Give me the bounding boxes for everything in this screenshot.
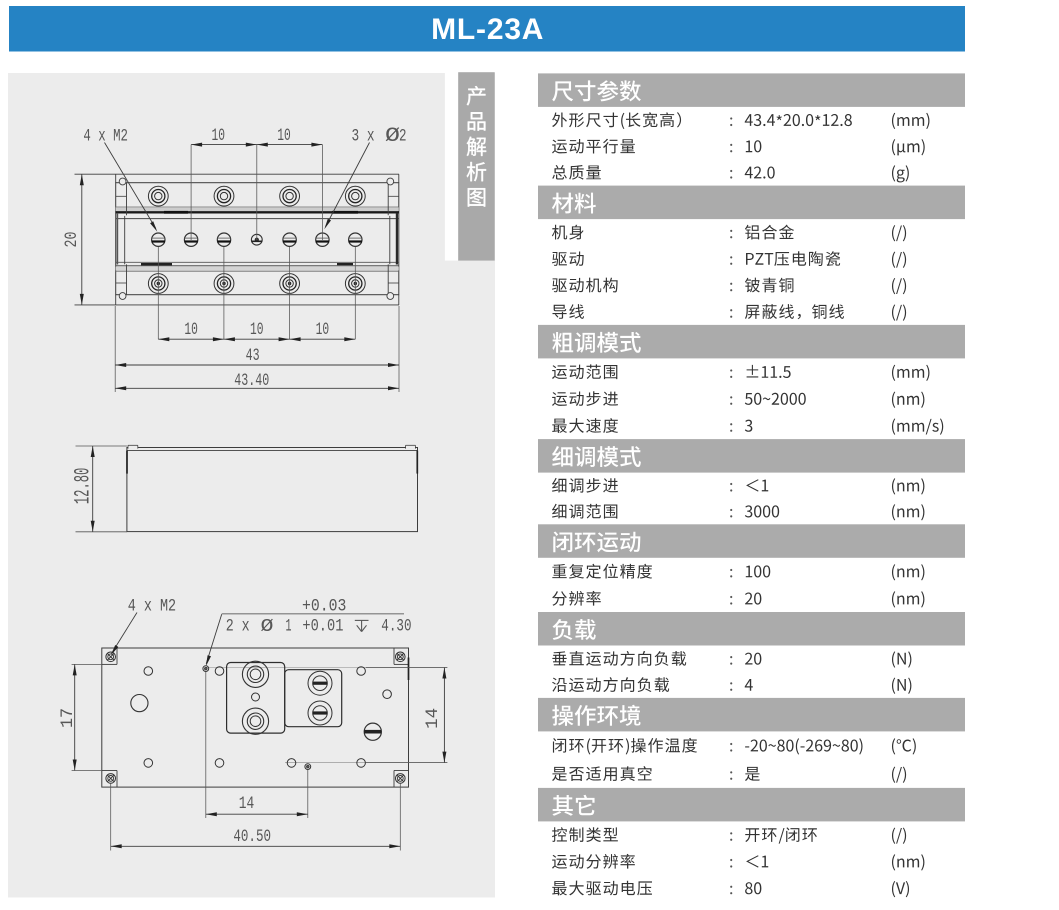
svg-text:43: 43 (246, 346, 260, 366)
svg-text:10: 10 (212, 126, 226, 146)
svg-text:ML-23A: ML-23A (431, 13, 544, 46)
svg-text:3 x: 3 x (352, 126, 375, 146)
svg-text:Ø: Ø (261, 616, 274, 637)
svg-text:+0.03: +0.03 (302, 597, 346, 617)
svg-text:12.80: 12.80 (70, 468, 95, 505)
svg-text:4.30: 4.30 (381, 617, 411, 637)
svg-text:Ø: Ø (385, 125, 400, 148)
svg-text:20: 20 (62, 232, 82, 248)
svg-text:+0.01: +0.01 (302, 617, 343, 637)
svg-text:4 x M2: 4 x M2 (83, 126, 128, 146)
svg-text:2: 2 (399, 126, 407, 146)
svg-text:10: 10 (316, 320, 330, 340)
svg-text:10: 10 (250, 320, 264, 340)
svg-text:43.40: 43.40 (234, 371, 269, 391)
svg-text:1: 1 (286, 617, 292, 637)
svg-text:2 x: 2 x (226, 617, 250, 637)
svg-text:10: 10 (277, 126, 291, 146)
svg-text:17: 17 (58, 708, 78, 728)
svg-text:14: 14 (239, 794, 255, 814)
svg-text:10: 10 (184, 320, 198, 340)
svg-text:14: 14 (423, 708, 443, 729)
svg-text:40.50: 40.50 (233, 827, 271, 847)
svg-text:4 x M2: 4 x M2 (128, 597, 176, 617)
